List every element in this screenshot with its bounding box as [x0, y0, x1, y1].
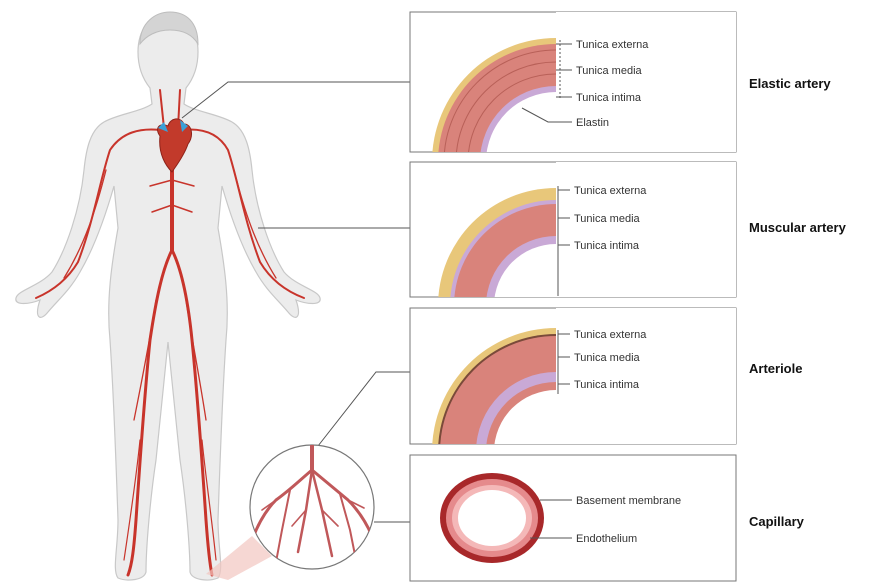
label-tunica-media: Tunica media [574, 352, 641, 364]
label-tunica-externa: Tunica externa [574, 329, 647, 341]
label-tunica-intima: Tunica intima [576, 92, 642, 104]
label-tunica-intima: Tunica intima [574, 379, 640, 391]
label-tunica-externa: Tunica externa [576, 39, 649, 51]
capillary-illustration [440, 473, 544, 563]
capillary-bed-zoom [250, 444, 374, 569]
panel-title-arteriole: Arteriole [749, 361, 802, 376]
label-elastin: Elastin [576, 117, 609, 129]
panel-capillary: Basement membrane Endothelium Capillary [410, 455, 805, 581]
label-endothelium: Endothelium [576, 533, 637, 545]
label-tunica-intima: Tunica intima [574, 240, 640, 252]
panel-title-muscular-artery: Muscular artery [749, 220, 847, 235]
label-tunica-externa: Tunica externa [574, 185, 647, 197]
label-basement-membrane: Basement membrane [576, 495, 681, 507]
panel-title-elastic-artery: Elastic artery [749, 76, 831, 91]
label-tunica-media: Tunica media [576, 65, 643, 77]
panel-title-capillary: Capillary [749, 514, 805, 529]
label-tunica-media: Tunica media [574, 213, 641, 225]
